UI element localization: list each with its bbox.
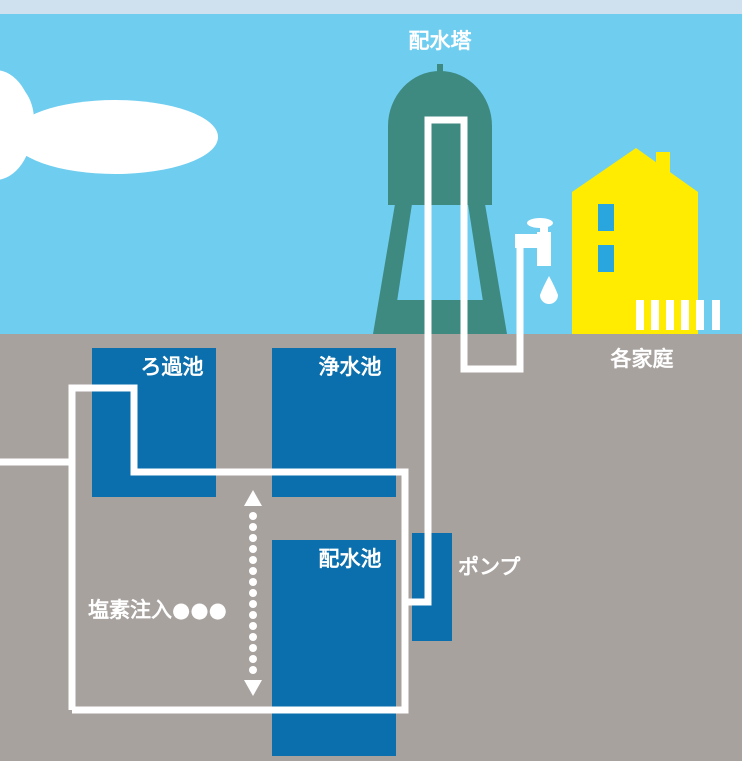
dot: [249, 644, 257, 652]
house-window: [598, 245, 614, 272]
cloud: [0, 70, 218, 180]
dot: [249, 523, 257, 531]
water-drop-icon: [540, 276, 558, 304]
double-arrow-icon: [244, 490, 262, 696]
dot: [249, 567, 257, 575]
dot: [249, 633, 257, 641]
fence: [636, 300, 720, 330]
chlorine-label: 塩素注入●●●: [88, 598, 227, 622]
water-pipe: [0, 116, 544, 714]
dot: [249, 622, 257, 630]
pump-label: ポンプ: [458, 555, 521, 579]
faucet-icon: [515, 218, 553, 266]
house-window: [598, 204, 614, 231]
dot: [249, 556, 257, 564]
dot: [249, 655, 257, 663]
filter-pond-label: ろ過池: [141, 355, 204, 379]
dot: [249, 600, 257, 608]
dot: [249, 666, 257, 674]
homes-label: 各家庭: [610, 347, 674, 371]
house-icon: [572, 148, 698, 334]
distribution-pond-label: 配水池: [319, 547, 382, 571]
pump: [412, 533, 452, 641]
dotted-line: [249, 512, 257, 674]
distribution-pond: [272, 540, 396, 756]
tower-label: 配水塔: [409, 29, 473, 53]
dot: [249, 534, 257, 542]
top-band: [0, 0, 742, 14]
dot: [249, 589, 257, 597]
dot: [249, 578, 257, 586]
dot: [249, 545, 257, 553]
clean-pond-label: 浄水池: [319, 355, 382, 379]
dot: [249, 611, 257, 619]
dot: [249, 512, 257, 520]
